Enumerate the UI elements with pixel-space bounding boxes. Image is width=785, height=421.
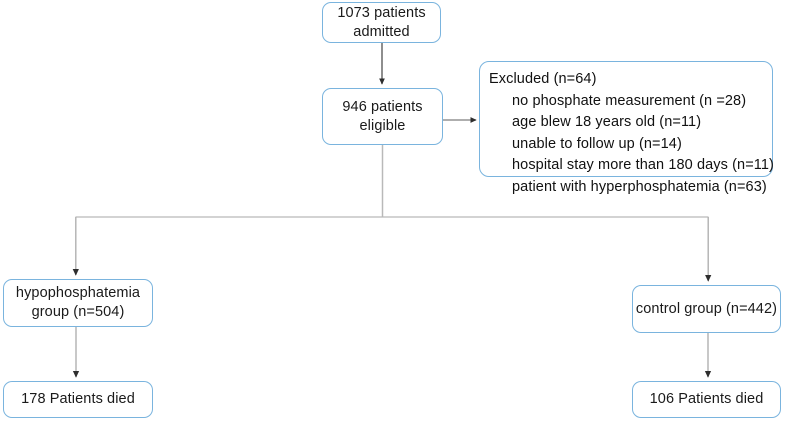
- node-hypophosphatemia-died-label: 178 Patients died: [21, 391, 135, 407]
- excluded-reason-item: patient with hyperphosphatemia (n=63): [512, 178, 767, 195]
- node-excluded-title: Excluded (n=64): [489, 71, 597, 87]
- excluded-reason-list: no phosphate measurement (n =28) age ble…: [489, 91, 774, 199]
- node-eligible-label: 946 patients eligible: [342, 98, 423, 134]
- node-eligible: 946 patients eligible: [322, 88, 443, 145]
- node-control-died-label: 106 Patients died: [649, 391, 764, 407]
- excluded-reason-item: unable to follow up (n=14): [512, 135, 682, 152]
- node-control-group-label: control group (n=442): [635, 300, 778, 317]
- node-hypophosphatemia-group-label: hypophosphatemia group (n=504): [15, 285, 141, 320]
- node-hypophosphatemia-group: hypophosphatemia group (n=504): [3, 279, 153, 327]
- excluded-reason-item: hospital stay more than 180 days (n=11): [512, 157, 774, 173]
- node-control-group: control group (n=442): [632, 285, 781, 333]
- node-hypophosphatemia-died: 178 Patients died: [3, 381, 153, 418]
- node-admitted-label: 1073 patients admitted: [337, 4, 426, 40]
- excluded-reason-item: age blew 18 years old (n=11): [512, 114, 702, 130]
- node-excluded: Excluded (n=64) no phosphate measurement…: [479, 61, 774, 195]
- node-admitted: 1073 patients admitted: [322, 2, 441, 43]
- node-control-died: 106 Patients died: [632, 381, 781, 418]
- excluded-reason-item: no phosphate measurement (n =28): [512, 92, 747, 109]
